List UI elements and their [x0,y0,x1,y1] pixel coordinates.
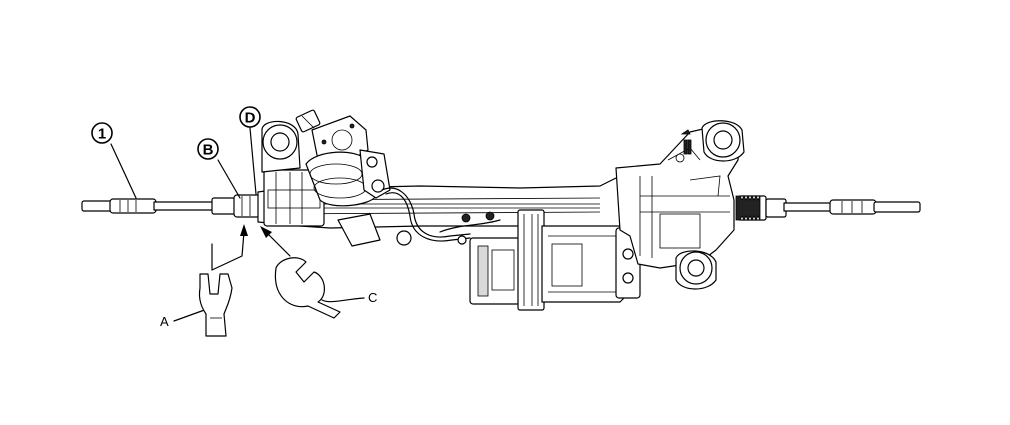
leader-item-1 [110,143,137,199]
tool-c-open-wrench [274,257,341,319]
left-mount-bushing [261,120,301,173]
leader-item-b [217,159,241,199]
callout-item-1-text: 1 [98,126,106,143]
callout-item-1: 1 [91,122,113,144]
tool-label-c: C [368,290,377,305]
housing-marking [675,129,692,163]
callout-item-b: B [197,138,219,160]
right-tie-rod [735,195,921,221]
left-tie-rod [81,194,261,218]
right-boot-bellows [735,195,761,221]
harness-pipes [381,187,501,245]
right-lower-mount-bushing [675,250,717,290]
callout-item-b-text: B [203,142,214,159]
tool-a-fork-wrench [198,273,233,337]
right-upper-mount-bushing [701,120,745,162]
tool-c-direction-arrow [260,226,291,257]
leader-item-d [249,127,257,195]
tool-label-a: A [160,314,169,329]
electric-motor [469,209,641,311]
leader-tool-c [321,297,365,303]
pinion-gear-assembly [295,109,412,247]
tool-a-direction-arrow [211,224,248,271]
callout-item-d: D [239,106,261,128]
callout-item-d-text: D [245,110,256,127]
